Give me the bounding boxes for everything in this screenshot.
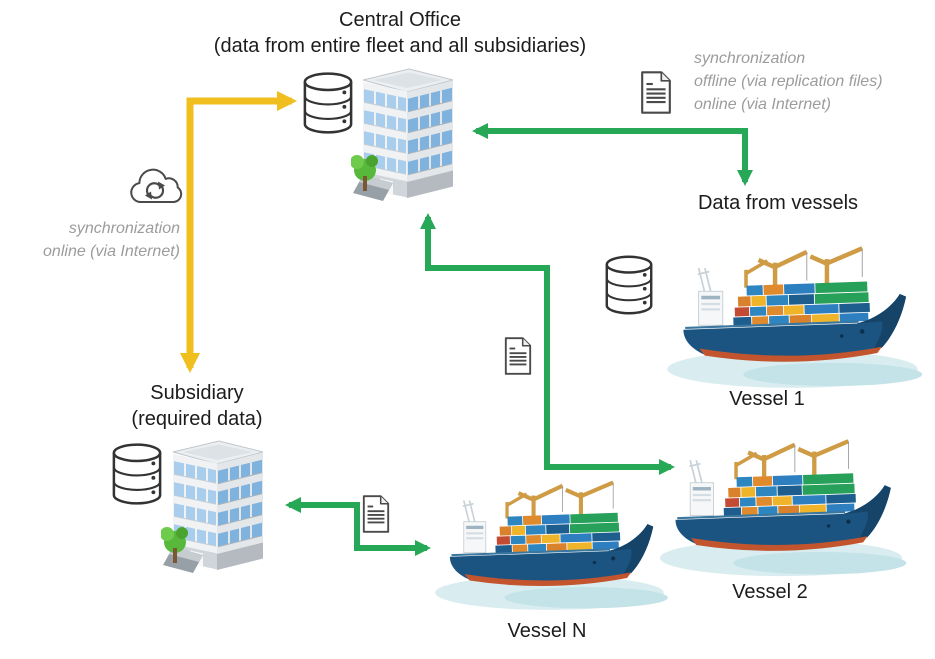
office-sync-note: synchronization offline (via replication… bbox=[694, 47, 924, 116]
vessel2-ship-image bbox=[645, 436, 917, 583]
subsidiary-subtitle: (required data) bbox=[131, 408, 263, 430]
subsidiary-building-icon bbox=[161, 435, 273, 579]
central-office-title-block: Central Office (data from entire fleet a… bbox=[140, 7, 660, 59]
office-sync-line-1: synchronization bbox=[694, 50, 806, 67]
replication-file-icon-bottom bbox=[361, 494, 391, 534]
arrow-office-subsidiary-sync bbox=[180, 91, 297, 373]
subsidiary-sync-line-2: online (via Internet) bbox=[43, 243, 180, 260]
data-from-vessels-label: Data from vessels bbox=[697, 192, 859, 214]
subsidiary-title: Subsidiary bbox=[150, 382, 244, 404]
vessel2-label: Vessel 2 bbox=[732, 581, 808, 603]
subsidiary-title-block: Subsidiary (required data) bbox=[92, 380, 302, 432]
cloud-sync-icon bbox=[124, 164, 184, 210]
replication-file-icon-top bbox=[639, 70, 673, 115]
arrow-subsidiary-vesselN-sync bbox=[285, 497, 431, 556]
vesselN-label: Vessel N bbox=[507, 620, 587, 642]
central-office-building-icon bbox=[351, 63, 463, 207]
vessel1-ship-image bbox=[652, 243, 933, 395]
vessel1-label: Vessel 1 bbox=[729, 388, 805, 410]
subsidiary-sync-note: synchronization online (via Internet) bbox=[18, 217, 180, 263]
subsidiary-sync-line-1: synchronization bbox=[68, 220, 180, 237]
vesselN-ship-image bbox=[427, 471, 672, 623]
subsidiary-database-icon bbox=[111, 441, 163, 507]
central-office-title: Central Office bbox=[339, 9, 461, 31]
office-sync-line-2: offline (via replication files) bbox=[694, 73, 883, 90]
office-sync-line-3: online (via Internet) bbox=[694, 96, 831, 113]
replication-file-icon-middle bbox=[503, 336, 533, 376]
vessel1-database-icon bbox=[604, 252, 654, 318]
central-office-subtitle: (data from entire fleet and all subsidia… bbox=[213, 35, 587, 57]
arrow-vessels-to-office bbox=[472, 123, 753, 186]
central-office-database-icon bbox=[302, 70, 354, 136]
